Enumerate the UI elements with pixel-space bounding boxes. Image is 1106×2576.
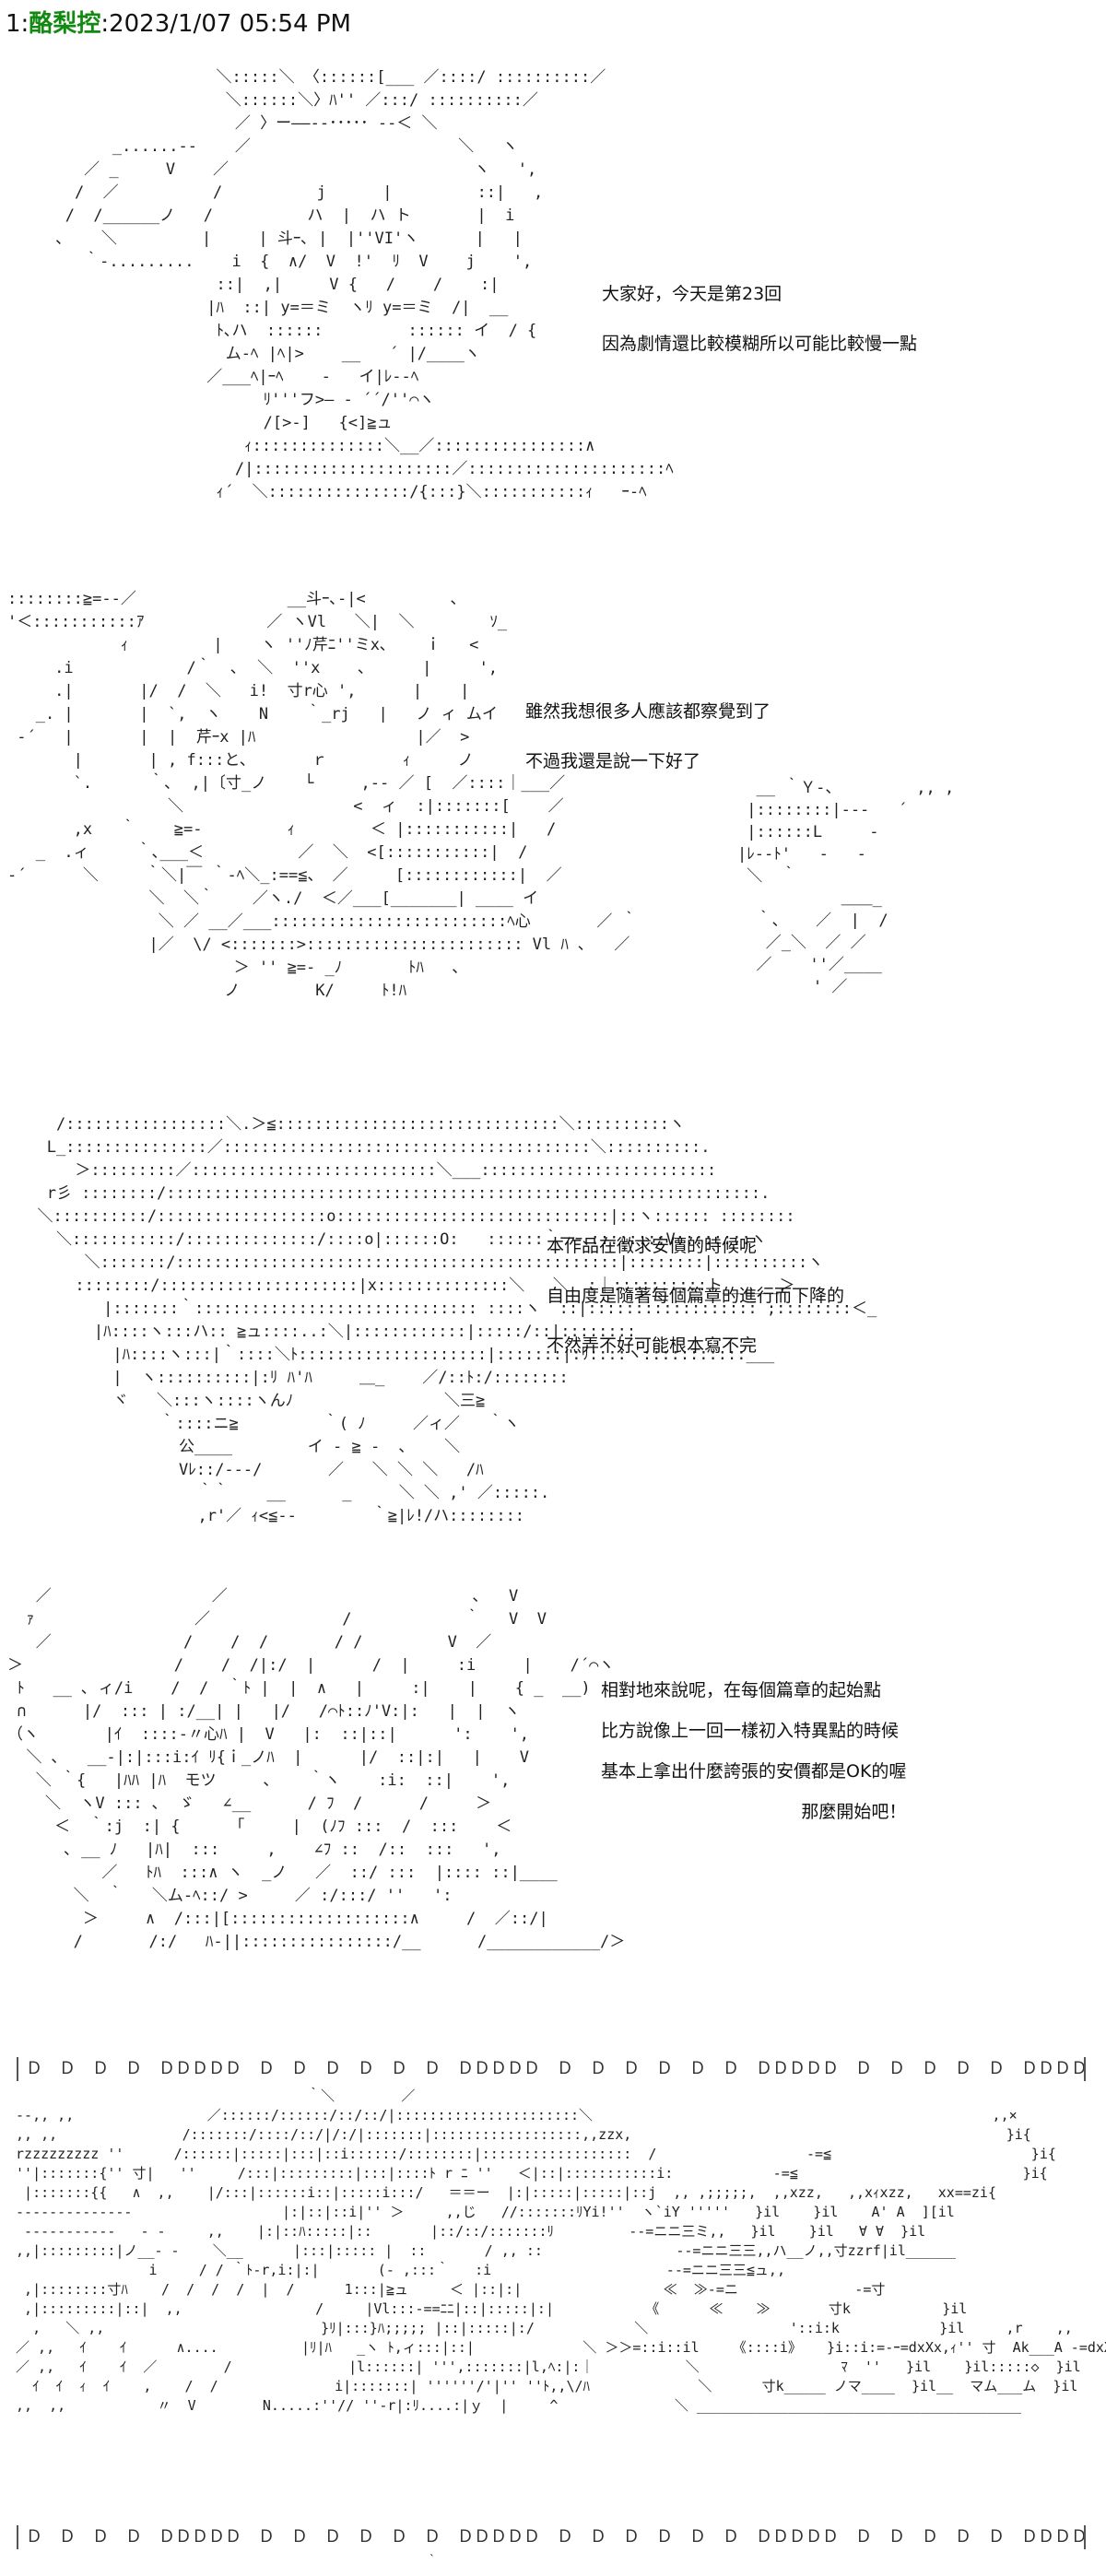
dialog-line: 不過我還是說一下好了	[525, 751, 701, 771]
dialog-4: 相對地來說呢，在每個篇章的起始點 比方說像上一回一樣初入特異點的時候 基本上拿出…	[601, 1677, 906, 1840]
panel-2: ::::::::≧=-‐／ __斗ｰ､-|< ､ '＜:::::::::::ｱ …	[0, 579, 1106, 1076]
dialog-3: 本作品在徵求安價的時候呢 自由度是隨著每個篇章的進行而下降的 不然弄不好可能根本…	[547, 1233, 844, 1382]
dialog-line: 大家好，今天是第23回	[602, 284, 782, 304]
post-number: 1:	[6, 10, 29, 38]
ascii-art-4: ／ ／ ､ V ｧ ／ / ｀ V V ／ / / / / / V ／ ＞ / …	[7, 1587, 626, 1951]
ascii-art-2-side: __ ｀Ｙ-、 ,, , |::::::::|‐‐‐ ´ |::::::L ‐ …	[737, 779, 955, 996]
ruler-bottom: Ｄ Ｄ Ｄ Ｄ ＤＤＤＤＤ Ｄ Ｄ Ｄ Ｄ Ｄ Ｄ ＤＤＤＤＤ Ｄ Ｄ Ｄ Ｄ …	[17, 2525, 1086, 2549]
dialog-line: 雖然我想很多人應該都察覺到了	[525, 701, 771, 722]
panel-4: ／ ／ ､ V ｧ ／ / ｀ V V ／ / / / / / V ／ ＞ / …	[0, 1567, 1106, 2000]
post-header: 1:酪梨控:2023/1/07 05:54 PM	[6, 6, 351, 42]
dialog-line: 因為劇情還比較模糊所以可能比較慢一點	[602, 334, 918, 354]
ascii-art-3: /:::::::::::::::::＼.＞≦::::::::::::::::::…	[37, 1115, 877, 1525]
panel-1: ＼:::::＼ 〈::::::[___ ／::::/ ::::::::::／ ＼…	[0, 55, 1106, 571]
ascii-dot: ｀	[426, 2556, 439, 2570]
dialog-1: 大家好，今天是第23回 因為劇情還比較模糊所以可能比較慢一點	[602, 281, 917, 381]
dialog-line: 本作品在徵求安價的時候呢	[547, 1236, 758, 1256]
post-timestamp: :2023/1/07 05:54 PM	[100, 10, 351, 38]
panel-5: Ｄ Ｄ Ｄ Ｄ ＤＤＤＤＤ Ｄ Ｄ Ｄ Ｄ Ｄ Ｄ ＤＤＤＤＤ Ｄ Ｄ Ｄ Ｄ …	[0, 2055, 1106, 2571]
dialog-line: 不然弄不好可能根本寫不完	[547, 1335, 758, 1356]
ascii-art-1: ＼:::::＼ 〈::::::[___ ／::::/ ::::::::::／ ＼…	[55, 68, 674, 501]
dialog-line: 比方說像上一回一樣初入特異點的時候	[601, 1721, 900, 1741]
ruler-top: Ｄ Ｄ Ｄ Ｄ ＤＤＤＤＤ Ｄ Ｄ Ｄ Ｄ Ｄ Ｄ ＤＤＤＤＤ Ｄ Ｄ Ｄ Ｄ …	[17, 2057, 1086, 2081]
dialog-line: 基本上拿出什麼誇張的安價都是OK的喔	[601, 1761, 907, 1782]
ascii-art-2: ::::::::≧=-‐／ __斗ｰ､-|< ､ '＜:::::::::::ｱ …	[7, 590, 638, 1000]
dialog-2: 雖然我想很多人應該都察覺到了 不過我還是說一下好了	[525, 699, 771, 798]
dialog-line: 相對地來說呢，在每個篇章的起始點	[601, 1680, 882, 1700]
ascii-art-5: ｀＼ ／ ‐‐,, ,, ／::::::/::::::/::/::/|:::::…	[16, 2088, 1106, 2414]
author-name[interactable]: 酪梨控	[29, 10, 101, 38]
panel-3: /:::::::::::::::::＼.＞≦::::::::::::::::::…	[0, 1097, 1106, 1539]
dialog-line: 自由度是隨著每個篇章的進行而下降的	[547, 1286, 845, 1306]
dialog-line: 那麼開始吧！	[801, 1802, 907, 1822]
